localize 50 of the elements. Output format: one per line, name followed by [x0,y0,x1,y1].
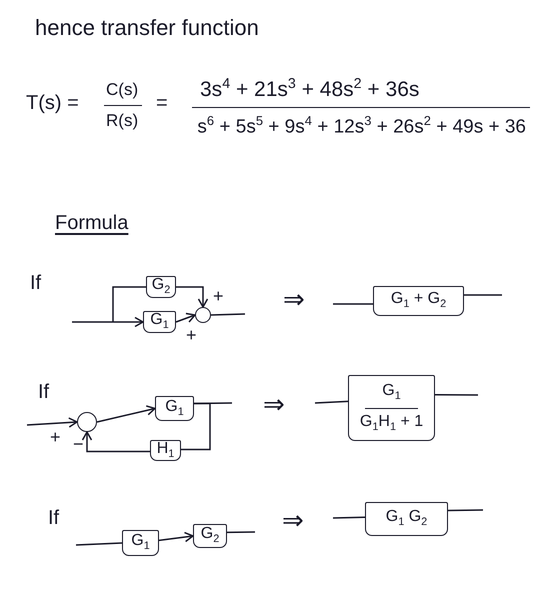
connector-line [435,394,478,396]
connector-line [181,402,211,450]
sign-label: + [186,325,197,346]
arrow [176,312,196,323]
fraction-denominator: R(s) [106,111,138,131]
condition-text: If [30,272,42,295]
sign-label: + [50,427,61,448]
fraction-numerator: 3s$^{4}$ + 21s$^{3}$ + 48s$^{2}$ + 36s [200,76,420,102]
connector-line [76,542,122,546]
heading: hence transfer function [35,15,259,40]
arrow [158,532,194,542]
arrow [82,431,150,452]
condition-text: If [38,381,50,404]
summing-junction [77,412,97,432]
connector-line [332,516,366,519]
connector-line [314,400,348,404]
equation-text: T(s) = [26,92,79,115]
connector-line [194,402,232,404]
transfer-block: G$_{1}$ [122,530,159,556]
arrow [176,286,208,308]
arrow [72,316,144,328]
transfer-block [348,375,435,441]
connector-line [333,303,373,305]
equals-sign: = [156,92,168,115]
section-heading: Formula [55,212,128,235]
sign-label: − [73,434,84,455]
fraction-numerator: G$_{1}$ [382,382,401,404]
transfer-block: G$_{2}$ [146,276,176,298]
arrow [26,417,78,428]
connector-line [112,286,146,322]
arrow [96,405,156,423]
connector-line [226,531,256,534]
connector-line [210,313,246,316]
fraction-denominator: G$_{1}$H$_{1}$ + 1 [360,412,424,434]
connector-line [448,509,484,512]
connector-line [464,294,502,296]
transfer-block: H$_{1}$ [150,440,181,461]
implies-sign: ⇒ [263,391,285,421]
condition-text: If [48,507,60,530]
transfer-block: G$_{1}$ G$_{2}$ [365,502,448,536]
transfer-block: G$_{1}$ [155,396,194,421]
transfer-block: G$_{2}$ [193,524,227,548]
implies-sign: ⇒ [282,507,304,537]
summing-junction [195,307,211,323]
implies-sign: ⇒ [283,286,305,316]
transfer-block: G$_{1}$ + G$_{2}$ [373,286,464,316]
sign-label: + [213,286,224,307]
fraction-denominator: s$^{6}$ + 5s$^{5}$ + 9s$^{4}$ + 12s$^{3}$ + 26s$^{2}$ + 49s + 36 [196,114,526,138]
fraction-numerator: C(s) [106,80,138,100]
transfer-block: G$_{1}$ [143,311,176,333]
